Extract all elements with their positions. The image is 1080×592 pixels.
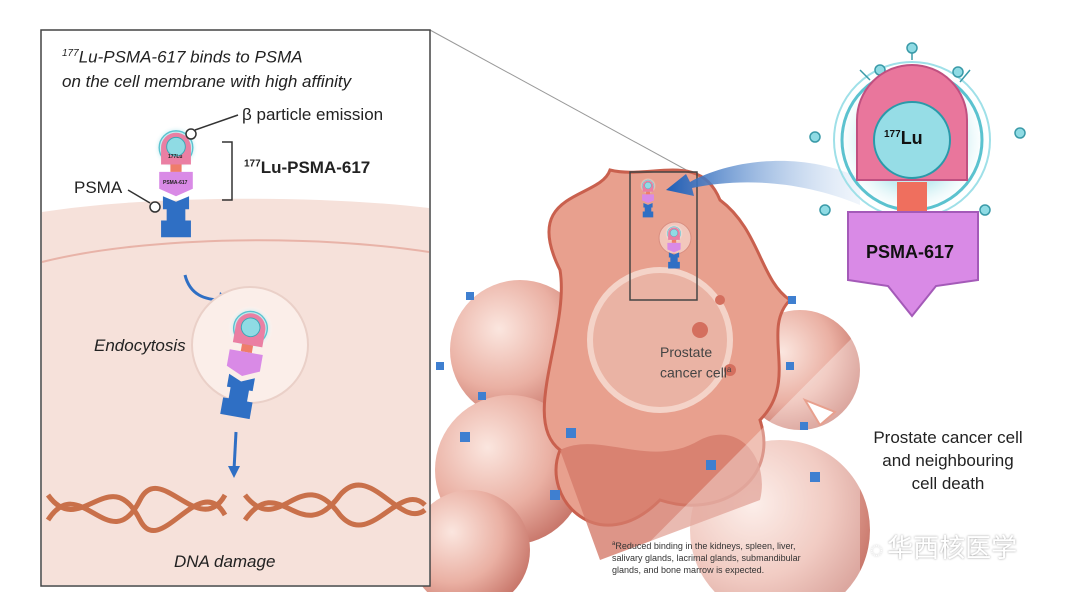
zoom-region-box <box>629 171 698 301</box>
cell-label-sup: a <box>726 365 732 374</box>
endocytosis-label: Endocytosis <box>94 336 186 355</box>
outcome-line-3: cell death <box>911 474 985 493</box>
outcome-label: Prostate cancer cell and neighbouring ce… <box>858 426 1038 495</box>
zoomed-lu-label: 177Lu <box>884 128 923 149</box>
outcome-line-1: Prostate cancer cell <box>873 428 1023 447</box>
footnote-line-3: glands, and bone marrow is expected. <box>612 565 765 575</box>
footnote: aReduced binding in the kidneys, spleen,… <box>612 538 801 576</box>
mini-lu-label: 177Lu <box>168 154 183 160</box>
title-line-1: Lu-PSMA-617 binds to PSMA <box>78 47 303 67</box>
zoomed-lu-sup: 177 <box>884 129 901 140</box>
zoomed-lu-psma-617 <box>809 42 1026 318</box>
zoom-connector-line <box>429 29 691 173</box>
zoom-arrow <box>666 160 860 205</box>
outcome-line-2: and neighbouring <box>882 451 1014 470</box>
footnote-line-1: Reduced binding in the kidneys, spleen, … <box>615 541 796 551</box>
title-line-2: on the cell membrane with high affinity <box>62 71 352 91</box>
psma-leader-line <box>127 189 151 204</box>
compound-bracket <box>222 141 233 201</box>
down-arrow <box>232 431 238 471</box>
cutaway-overlay <box>600 330 860 592</box>
compound-label: 177Lu-PSMA-617 <box>244 158 370 178</box>
mini-psma617-label: PSMA-617 <box>163 180 188 186</box>
zoomed-lu-name: Lu <box>900 128 923 148</box>
beta-leader-line <box>194 114 239 131</box>
cell-label-line-1: Prostate <box>660 344 713 360</box>
wechat-icon: ◌ <box>870 537 884 562</box>
footnote-line-2: salivary glands, lacrimal glands, subman… <box>612 553 801 563</box>
beta-emission-label: β particle emission <box>242 105 384 124</box>
psma-label: PSMA <box>74 178 123 197</box>
psma-receptors <box>436 292 820 500</box>
compound-superscript: 177 <box>244 158 261 170</box>
dna-damage-label: DNA damage <box>174 552 276 571</box>
watermark: ◌华西核医学 <box>870 528 1017 565</box>
panel-title: 177Lu-PSMA-617 binds to PSMA on the cell… <box>62 42 351 94</box>
compound-name: Lu-PSMA-617 <box>260 158 371 177</box>
cell-membrane <box>41 239 430 263</box>
cell-label-line-2: cancer cell <box>660 364 727 381</box>
outcome-arrow <box>802 397 837 427</box>
watermark-text: 华西核医学 <box>887 533 1018 563</box>
dna-strand <box>45 482 427 533</box>
zoomed-psma617-label: PSMA-617 <box>866 242 955 262</box>
title-superscript: 177 <box>62 48 79 59</box>
footnote-sup: a <box>612 541 616 547</box>
cell-label: Prostate cancer cella <box>660 343 731 382</box>
